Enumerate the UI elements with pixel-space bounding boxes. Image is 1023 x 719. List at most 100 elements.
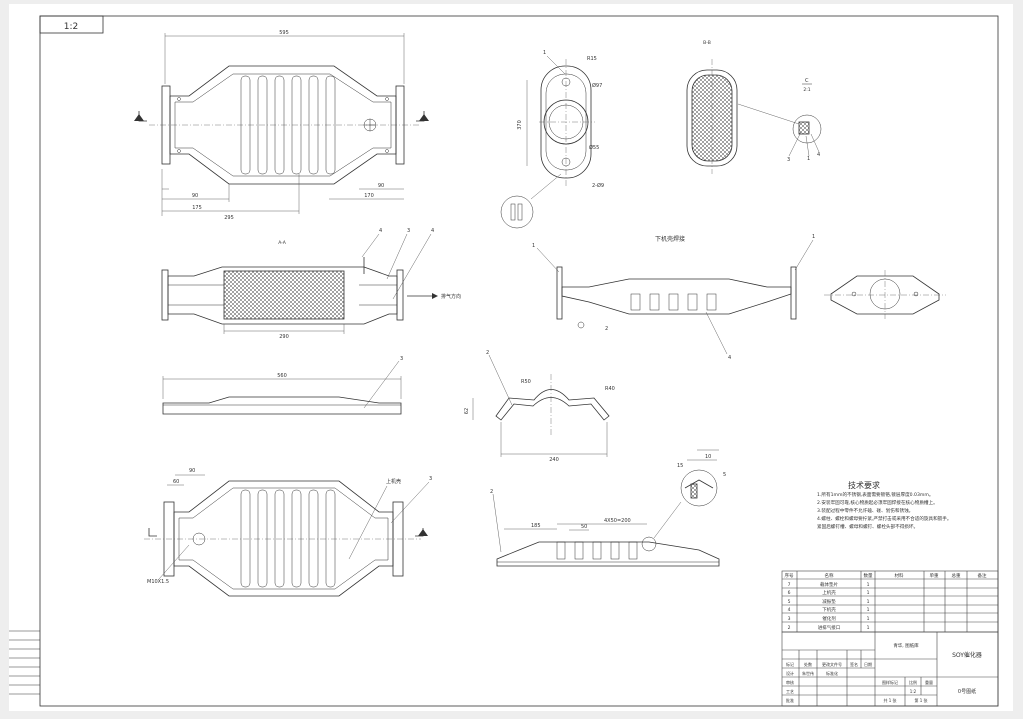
- drawing-sheet: 1:2 595: [9, 4, 1013, 711]
- svg-text:R15: R15: [587, 56, 597, 62]
- svg-text:3: 3: [400, 356, 403, 362]
- company-name: 青华, 图纸库: [893, 642, 919, 649]
- dim-top-overall: 595: [279, 30, 289, 36]
- svg-text:5: 5: [723, 472, 726, 478]
- svg-text:1: 1: [812, 234, 815, 240]
- drawing-canvas: 1:2 595: [9, 15, 999, 707]
- svg-text:审核: 审核: [786, 679, 794, 685]
- section-bb-view: B-B 3 1 4 C 2:1: [686, 40, 822, 174]
- svg-text:10: 10: [705, 454, 711, 460]
- svg-text:2: 2: [605, 326, 608, 332]
- svg-text:15: 15: [677, 463, 683, 469]
- svg-text:2.安装牢固可靠,核心物质起必须牢固焊接在核心物质槽上。: 2.安装牢固可靠,核心物质起必须牢固焊接在核心物质槽上。: [817, 499, 938, 506]
- svg-text:1: 1: [867, 616, 870, 622]
- svg-text:催化剂: 催化剂: [822, 615, 836, 622]
- svg-text:R50: R50: [521, 379, 531, 385]
- svg-text:重量: 重量: [925, 679, 933, 685]
- svg-text:6: 6: [788, 590, 791, 596]
- svg-text:材料: 材料: [895, 572, 904, 579]
- svg-text:2: 2: [490, 489, 493, 495]
- svg-text:比例: 比例: [909, 679, 917, 685]
- tech-title: 技术要求: [848, 480, 880, 490]
- svg-text:Ø55: Ø55: [589, 144, 599, 151]
- section-aa-view: A-A 290 4 3 4 排气方向: [161, 228, 461, 340]
- svg-text:图样标记: 图样标记: [882, 679, 898, 685]
- svg-text:3: 3: [407, 228, 410, 234]
- svg-text:4: 4: [788, 607, 791, 613]
- svg-text:标准化: 标准化: [826, 670, 838, 676]
- svg-text:上机壳: 上机壳: [822, 589, 836, 596]
- svg-text:4X50=200: 4X50=200: [604, 518, 631, 524]
- svg-text:2: 2: [788, 625, 791, 631]
- svg-text:240: 240: [549, 457, 559, 463]
- svg-text:4: 4: [379, 228, 382, 234]
- svg-text:3: 3: [429, 476, 432, 482]
- svg-text:3: 3: [788, 616, 791, 622]
- side-view: 560 3: [162, 356, 403, 415]
- svg-text:4: 4: [431, 228, 434, 234]
- svg-text:下机壳焊接: 下机壳焊接: [655, 235, 685, 243]
- svg-text:名称: 名称: [825, 572, 834, 579]
- exhaust-direction: 排气方向: [441, 293, 461, 300]
- bom-table: 序号 名称 数量 材料 单重 总重 备注 7 载体垫片 1 6 上机壳 1 5 …: [781, 570, 999, 633]
- svg-text:60: 60: [173, 479, 179, 485]
- svg-text:4: 4: [728, 355, 731, 361]
- svg-text:A-A: A-A: [278, 240, 287, 246]
- svg-text:日期: 日期: [864, 661, 872, 667]
- svg-text:1: 1: [867, 625, 870, 631]
- svg-text:3: 3: [787, 157, 790, 163]
- svg-text:1: 1: [532, 243, 535, 249]
- svg-text:数量: 数量: [864, 572, 873, 579]
- svg-text:处数: 处数: [804, 661, 812, 667]
- svg-text:560: 560: [277, 373, 287, 379]
- svg-text:90: 90: [378, 183, 384, 189]
- bottom-view: 90 60 M10X1.5 上机壳 3: [144, 468, 432, 597]
- svg-text:标记: 标记: [786, 661, 794, 667]
- svg-text:序号: 序号: [785, 572, 794, 579]
- svg-text:3.装配过程中零件不允许磕、碰、划伤和锈蚀。: 3.装配过程中零件不允许磕、碰、划伤和锈蚀。: [817, 507, 913, 514]
- drawing-frame: [39, 15, 999, 707]
- svg-text:总重: 总重: [952, 572, 961, 579]
- svg-text:1:2: 1:2: [910, 689, 917, 694]
- svg-text:更改文件号: 更改文件号: [822, 661, 842, 667]
- svg-text:175: 175: [192, 205, 202, 211]
- svg-text:62: 62: [464, 408, 470, 414]
- svg-text:4: 4: [817, 152, 820, 158]
- svg-text:上机壳: 上机壳: [386, 478, 401, 485]
- scale-text: 1:2: [64, 22, 78, 32]
- svg-text:7: 7: [788, 582, 791, 588]
- svg-text:1: 1: [867, 590, 870, 596]
- svg-text:备注: 备注: [978, 572, 987, 579]
- svg-text:1: 1: [807, 156, 810, 162]
- lower-shell-weld-view: 下机壳焊接 1 1 4 2: [532, 234, 946, 361]
- svg-text:1.所有1mm的不锈钢,表面需要镀铬,镀层厚度0.03mm。: 1.所有1mm的不锈钢,表面需要镀铬,镀层厚度0.03mm。: [817, 491, 933, 498]
- svg-text:设计: 设计: [786, 670, 794, 676]
- cap-section-view: 240 62 R50 R40 2: [464, 350, 615, 463]
- svg-text:90: 90: [192, 193, 198, 199]
- svg-text:B-B: B-B: [703, 40, 711, 46]
- left-margin-lines: [9, 630, 40, 695]
- svg-text:1: 1: [867, 607, 870, 613]
- svg-text:1: 1: [543, 50, 546, 56]
- svg-text:2-Ø9: 2-Ø9: [592, 182, 604, 189]
- svg-text:185: 185: [531, 523, 541, 529]
- svg-text:1: 1: [867, 599, 870, 605]
- svg-text:签名: 签名: [850, 661, 858, 667]
- svg-text:下机壳: 下机壳: [822, 606, 836, 613]
- svg-text:170: 170: [364, 193, 374, 199]
- svg-text:批准: 批准: [786, 697, 794, 703]
- svg-text:工艺: 工艺: [786, 689, 794, 694]
- svg-text:290: 290: [279, 334, 289, 340]
- tech-requirements: 技术要求 1.所有1mm的不锈钢,表面需要镀铬,镀层厚度0.03mm。 2.安装…: [817, 480, 951, 530]
- title-block: 青华, 图纸库 SOY催化器 0号图纸 标记 处数 更改文件号 签名 日期 设计…: [781, 631, 999, 707]
- svg-text:C: C: [805, 78, 809, 84]
- flange-view: 370 R15 Ø97 Ø55 2-Ø9 1: [500, 50, 604, 229]
- svg-text:50: 50: [581, 524, 587, 530]
- svg-text:Ø97: Ø97: [592, 82, 602, 89]
- svg-text:朱世伟: 朱世伟: [802, 670, 814, 676]
- svg-text:紧固后螺钉槽、螺母和螺钉、螺栓头部不得损坏。: 紧固后螺钉槽、螺母和螺钉、螺栓头部不得损坏。: [817, 523, 918, 530]
- svg-text:共 1 张: 共 1 张: [883, 697, 896, 703]
- svg-text:R40: R40: [605, 386, 615, 392]
- lower-shell-section: 185 50 4X50=200 2 10 15 5: [490, 449, 726, 567]
- svg-text:5: 5: [788, 599, 791, 605]
